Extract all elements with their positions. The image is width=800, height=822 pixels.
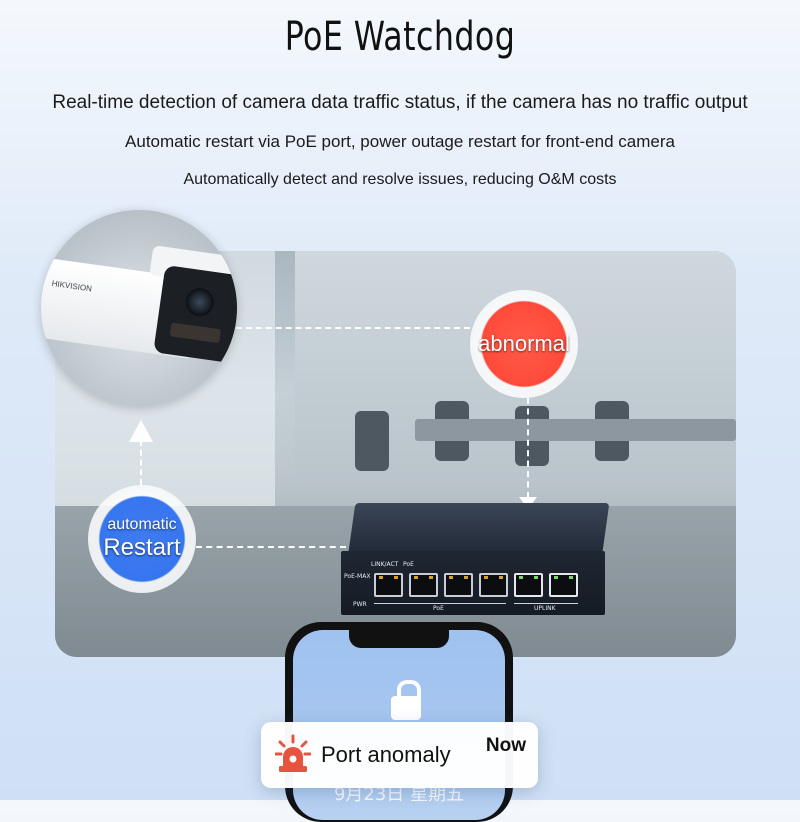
switch-poe-group-label: PoE bbox=[433, 605, 444, 612]
poe-port-3 bbox=[444, 573, 473, 597]
connector-line bbox=[140, 440, 142, 485]
restart-small-label: automatic bbox=[107, 516, 177, 533]
abnormal-label: abnormal bbox=[478, 331, 570, 356]
uplink-port-1 bbox=[514, 573, 543, 597]
alarm-siren-icon bbox=[274, 734, 312, 774]
arrow-up-icon bbox=[129, 420, 153, 442]
switch-uplink-group-label: UPLINK bbox=[534, 605, 556, 612]
port-anomaly-notification[interactable]: Port anomaly Now bbox=[261, 722, 538, 788]
restart-big-label: Restart bbox=[103, 534, 181, 561]
poe-port-1 bbox=[374, 573, 403, 597]
poe-port-4 bbox=[479, 573, 508, 597]
notification-text: Port anomaly bbox=[321, 742, 451, 767]
switch-link-label: LINK/ACT bbox=[371, 561, 399, 568]
switch-poemax-label: PoE-MAX bbox=[344, 573, 371, 580]
camera-lens-icon bbox=[183, 286, 216, 318]
switch-poe-label: PoE bbox=[403, 561, 414, 568]
description-line-2: Automatic restart via PoE port, power ou… bbox=[125, 132, 675, 151]
poe-switch-top bbox=[348, 503, 610, 551]
description-line-1: Real-time detection of camera data traff… bbox=[52, 92, 748, 113]
page-title: PoE Watchdog bbox=[284, 14, 516, 60]
camera-image: HIKVISION bbox=[41, 210, 237, 406]
poe-switch: LINK/ACT PoE PoE-MAX PWR PoE UPLINK bbox=[341, 551, 605, 615]
notification-time: Now bbox=[485, 735, 526, 756]
connector-line bbox=[527, 398, 529, 498]
poe-port-2 bbox=[409, 573, 438, 597]
uplink-port-2 bbox=[549, 573, 578, 597]
switch-pwr-label: PWR bbox=[353, 601, 367, 608]
description-line-3: Automatically detect and resolve issues,… bbox=[183, 171, 617, 188]
camera-brand-label: HIKVISION bbox=[51, 278, 93, 294]
abnormal-badge: abnormal bbox=[470, 290, 578, 398]
connector-line bbox=[196, 546, 346, 548]
restart-badge: automatic Restart bbox=[88, 485, 196, 593]
connector-line bbox=[236, 327, 470, 329]
